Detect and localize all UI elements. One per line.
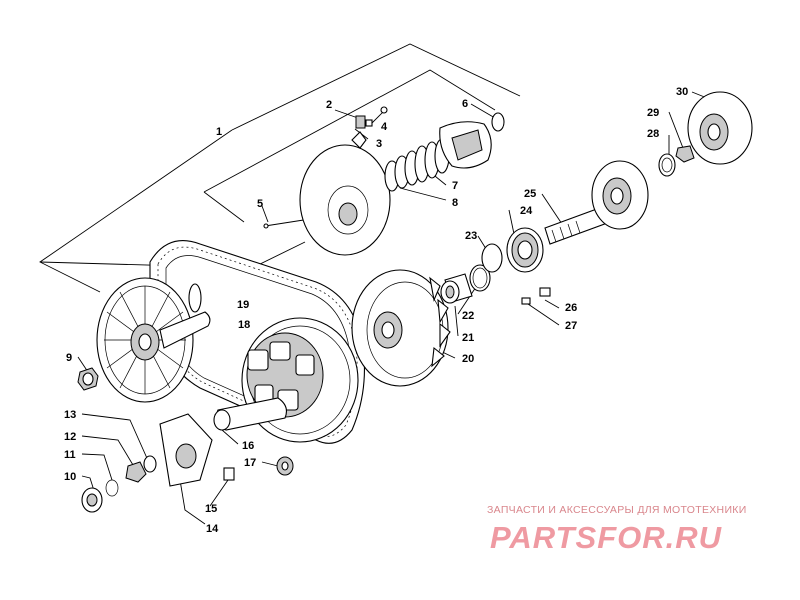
parts-2-3-4-hardware <box>355 106 388 129</box>
callout-3: 3 <box>376 138 382 150</box>
callout-12: 12 <box>64 431 76 443</box>
callout-21: 21 <box>462 332 474 344</box>
callout-labels: 1 2 3 4 5 6 7 8 9 10 11 12 13 14 15 16 1… <box>64 86 688 535</box>
callout-14: 14 <box>206 523 219 535</box>
part-30-cover <box>687 91 753 165</box>
callout-26: 26 <box>565 302 577 314</box>
callout-24: 24 <box>520 205 533 217</box>
callout-29: 29 <box>647 107 659 119</box>
part-17-nut <box>276 456 294 476</box>
callout-20: 20 <box>462 353 474 365</box>
callout-13: 13 <box>64 409 76 421</box>
movable-sheave <box>213 317 359 443</box>
callout-2: 2 <box>326 99 332 111</box>
part-29-nut <box>675 145 695 163</box>
callout-18: 18 <box>238 319 250 331</box>
parts-26-27-bolt <box>521 287 551 305</box>
callout-1: 1 <box>216 126 222 138</box>
callout-8: 8 <box>452 197 458 209</box>
callout-16: 16 <box>242 440 254 452</box>
part-22-ring <box>469 264 491 292</box>
part-6-clip <box>491 112 505 132</box>
callout-11: 11 <box>64 449 76 461</box>
watermark-logo: PARTSFOR.RU <box>490 520 723 555</box>
callout-22: 22 <box>462 310 474 322</box>
fixed-sheave <box>96 277 211 403</box>
driven-plate <box>299 131 391 256</box>
parts-10-15 <box>81 413 235 513</box>
part-8-spring <box>384 138 450 192</box>
part-21-bushing <box>440 273 473 304</box>
part-28-ring <box>658 153 676 177</box>
part-9-nut <box>77 367 99 391</box>
callout-9: 9 <box>66 352 72 364</box>
callout-17: 17 <box>244 457 256 469</box>
part-19-gear-sheave <box>188 283 202 313</box>
part-23-circlip <box>481 243 503 273</box>
callout-30: 30 <box>676 86 688 98</box>
callout-15: 15 <box>205 503 217 515</box>
callout-28: 28 <box>647 128 659 140</box>
callout-10: 10 <box>64 471 76 483</box>
callout-7: 7 <box>452 180 458 192</box>
part-20-sheave <box>351 269 451 387</box>
part-7-cam <box>439 121 492 169</box>
callout-23: 23 <box>465 230 477 242</box>
watermark-caption: ЗАПЧАСТИ И АКСЕССУАРЫ ДЛЯ МОТОТЕХНИКИ <box>487 504 747 516</box>
part-25-shaft <box>544 160 649 245</box>
callout-5: 5 <box>257 198 263 210</box>
part-24-bearing <box>506 227 544 273</box>
callout-6: 6 <box>462 98 468 110</box>
callout-27: 27 <box>565 320 577 332</box>
callout-25: 25 <box>524 188 536 200</box>
callout-19: 19 <box>237 299 249 311</box>
callout-4: 4 <box>381 121 388 133</box>
